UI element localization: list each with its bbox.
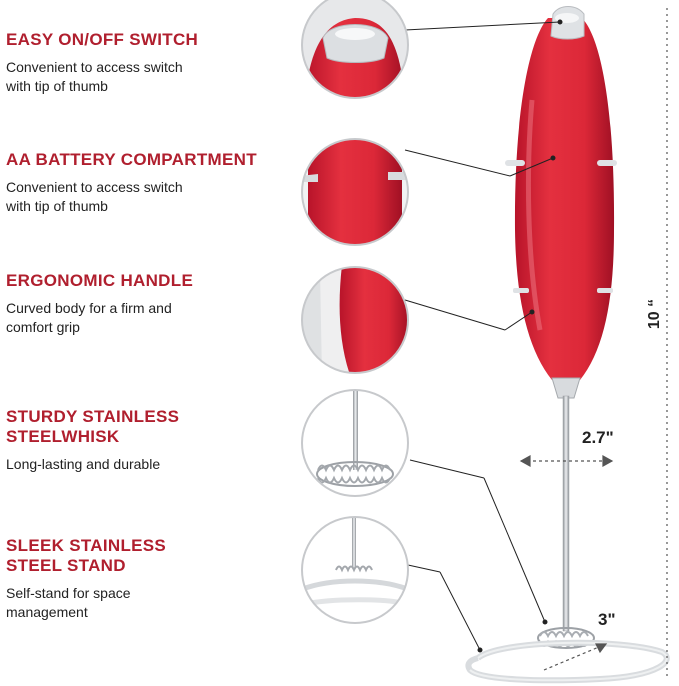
feature-battery-compartment: AA BATTERY COMPARTMENT Convenient to acc…: [6, 150, 291, 216]
product-handle: [505, 6, 617, 399]
feature-description: Curved body for a firm and comfort grip: [6, 300, 172, 335]
detail-circle-switch: [301, 0, 409, 99]
feature-stainless-stand: SLEEK STAINLESS STEEL STAND Self-stand f…: [6, 536, 291, 622]
dimension-lines: [519, 8, 668, 676]
detail-circle-handle: [301, 266, 409, 374]
detail-circle-whisk: [301, 389, 409, 497]
base-dimension-label: 3": [598, 610, 616, 629]
feature-description: Convenient to access switch with tip of …: [6, 59, 183, 94]
feature-title: STURDY STAINLESS STEELWHISK: [6, 407, 180, 446]
feature-stainless-whisk: STURDY STAINLESS STEELWHISK Long-lasting…: [6, 407, 291, 474]
width-dimension-label: 2.7": [582, 428, 614, 447]
leader-lines: [404, 19, 563, 653]
feature-title: ERGONOMIC HANDLE: [6, 271, 194, 290]
detail-circle-stand: [301, 516, 409, 624]
feature-description: Long-lasting and durable: [6, 456, 161, 472]
detail-circle-battery: [301, 138, 409, 246]
feature-easy-switch: EASY ON/OFF SWITCH Convenient to access …: [6, 30, 291, 96]
feature-description: Convenient to access switch with tip of …: [6, 179, 183, 214]
feature-description: Self-stand for space management: [6, 585, 131, 620]
feature-title: EASY ON/OFF SWITCH: [6, 30, 199, 49]
height-dimension-label: 10 “: [646, 298, 664, 330]
feature-ergonomic-handle: ERGONOMIC HANDLE Curved body for a firm …: [6, 271, 291, 337]
feature-title: AA BATTERY COMPARTMENT: [6, 150, 257, 169]
product-stand: [465, 639, 670, 684]
feature-title: SLEEK STAINLESS STEEL STAND: [6, 536, 167, 575]
